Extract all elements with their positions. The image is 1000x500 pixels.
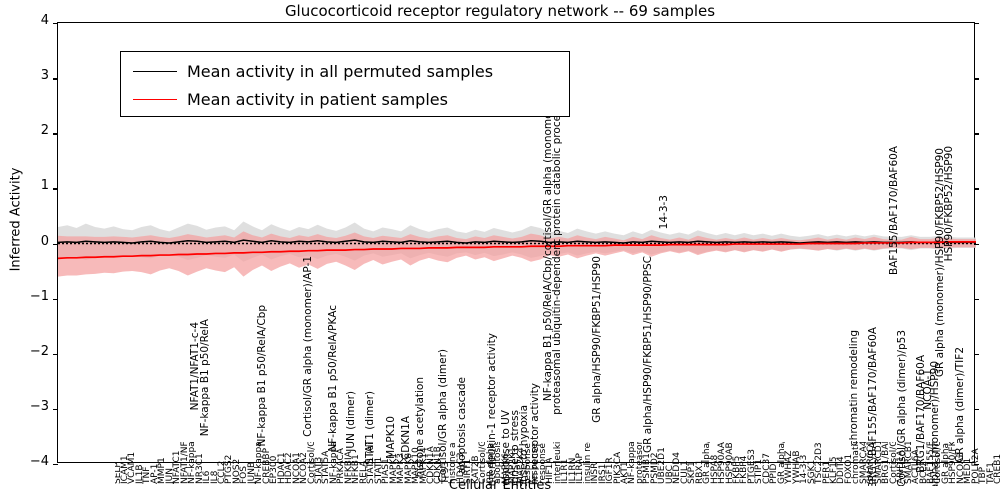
y-tick-label: 3 — [40, 68, 49, 84]
y-tick-label: −4 — [29, 454, 49, 469]
legend-entry-permuted: Mean activity in all permuted samples — [129, 57, 561, 85]
y-tick-label: 2 — [40, 123, 49, 139]
y-tick-mark — [53, 188, 58, 190]
y-tick-label: 1 — [40, 178, 49, 194]
x-axis-label: Cellular Entities — [448, 478, 552, 493]
y-tick-label: 4 — [40, 13, 49, 28]
y-tick-mark — [53, 464, 58, 466]
chart-canvas — [58, 221, 976, 277]
legend-swatch-permuted — [133, 70, 177, 72]
y-tick-mark — [53, 23, 58, 25]
plot-area: SELESELPICAM1VCAM1IL1BTNFAP-1MMP1JUNNFAT… — [53, 22, 1000, 486]
y-tick-mark — [974, 298, 979, 301]
legend-label-permuted: Mean activity in all permuted samples — [187, 61, 494, 81]
y-tick-mark — [53, 353, 58, 356]
y-tick-mark — [53, 133, 58, 135]
legend-swatch-patient — [133, 98, 177, 100]
y-tick-mark — [53, 243, 58, 245]
y-tick-mark — [974, 23, 979, 25]
legend-entry-patient: Mean activity in patient samples — [129, 85, 561, 113]
y-tick-mark — [53, 78, 58, 80]
y-tick-mark — [974, 464, 979, 466]
y-tick-mark — [974, 133, 979, 135]
y-tick-mark — [974, 188, 979, 190]
patient-mean-line — [58, 241, 976, 260]
y-tick-label: −1 — [29, 288, 49, 304]
y-tick-mark — [53, 408, 58, 411]
y-tick-mark — [53, 298, 58, 301]
y-tick-mark — [974, 243, 979, 245]
y-tick-label: −2 — [29, 343, 49, 359]
y-tick-mark — [974, 408, 979, 411]
y-tick-mark — [974, 353, 979, 356]
legend-label-patient: Mean activity in patient samples — [187, 89, 448, 109]
y-tick-label: −3 — [29, 398, 49, 414]
y-tick-label: 0 — [40, 233, 49, 249]
legend: Mean activity in all permuted samples Me… — [120, 51, 570, 117]
permuted-mean-line — [58, 239, 976, 244]
y-tick-mark — [974, 78, 979, 80]
chart-title: Glucocorticoid receptor regulatory netwo… — [284, 2, 716, 20]
